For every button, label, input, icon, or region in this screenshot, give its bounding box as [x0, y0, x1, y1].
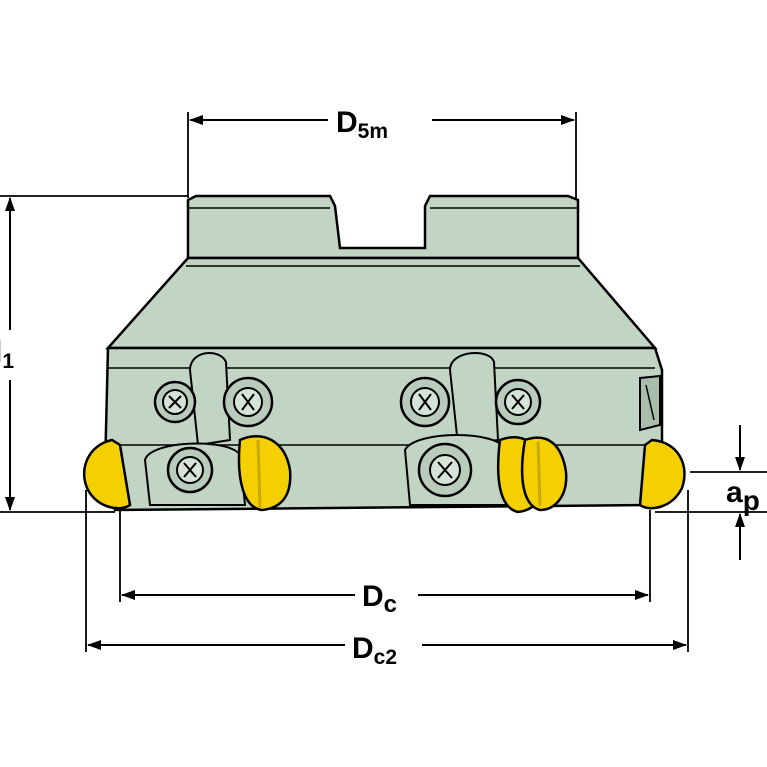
- label-d5m: D5m: [336, 106, 388, 143]
- insert-center-right-b: [520, 436, 568, 512]
- screw-icon: [153, 380, 197, 424]
- hub-top: [186, 194, 580, 260]
- screw-icon: [166, 446, 214, 494]
- label-l1: l1: [0, 336, 14, 373]
- label-dc2: Dc2: [352, 632, 397, 669]
- screws: [153, 376, 542, 498]
- insert-center-left: [237, 435, 292, 512]
- body-cone: [105, 256, 658, 350]
- screw-icon: [399, 376, 451, 428]
- screw-icon: [417, 442, 473, 498]
- label-ap: ap: [726, 476, 760, 516]
- insert-left: [82, 438, 132, 510]
- label-dc: Dc: [362, 580, 397, 618]
- screw-icon: [494, 378, 542, 426]
- dimension-labels: D5m l1 ap Dc Dc2: [0, 106, 760, 669]
- insert-right: [638, 438, 686, 510]
- dimension-lines: [0, 112, 767, 652]
- round-inserts: [82, 435, 686, 514]
- screw-icon: [222, 376, 274, 428]
